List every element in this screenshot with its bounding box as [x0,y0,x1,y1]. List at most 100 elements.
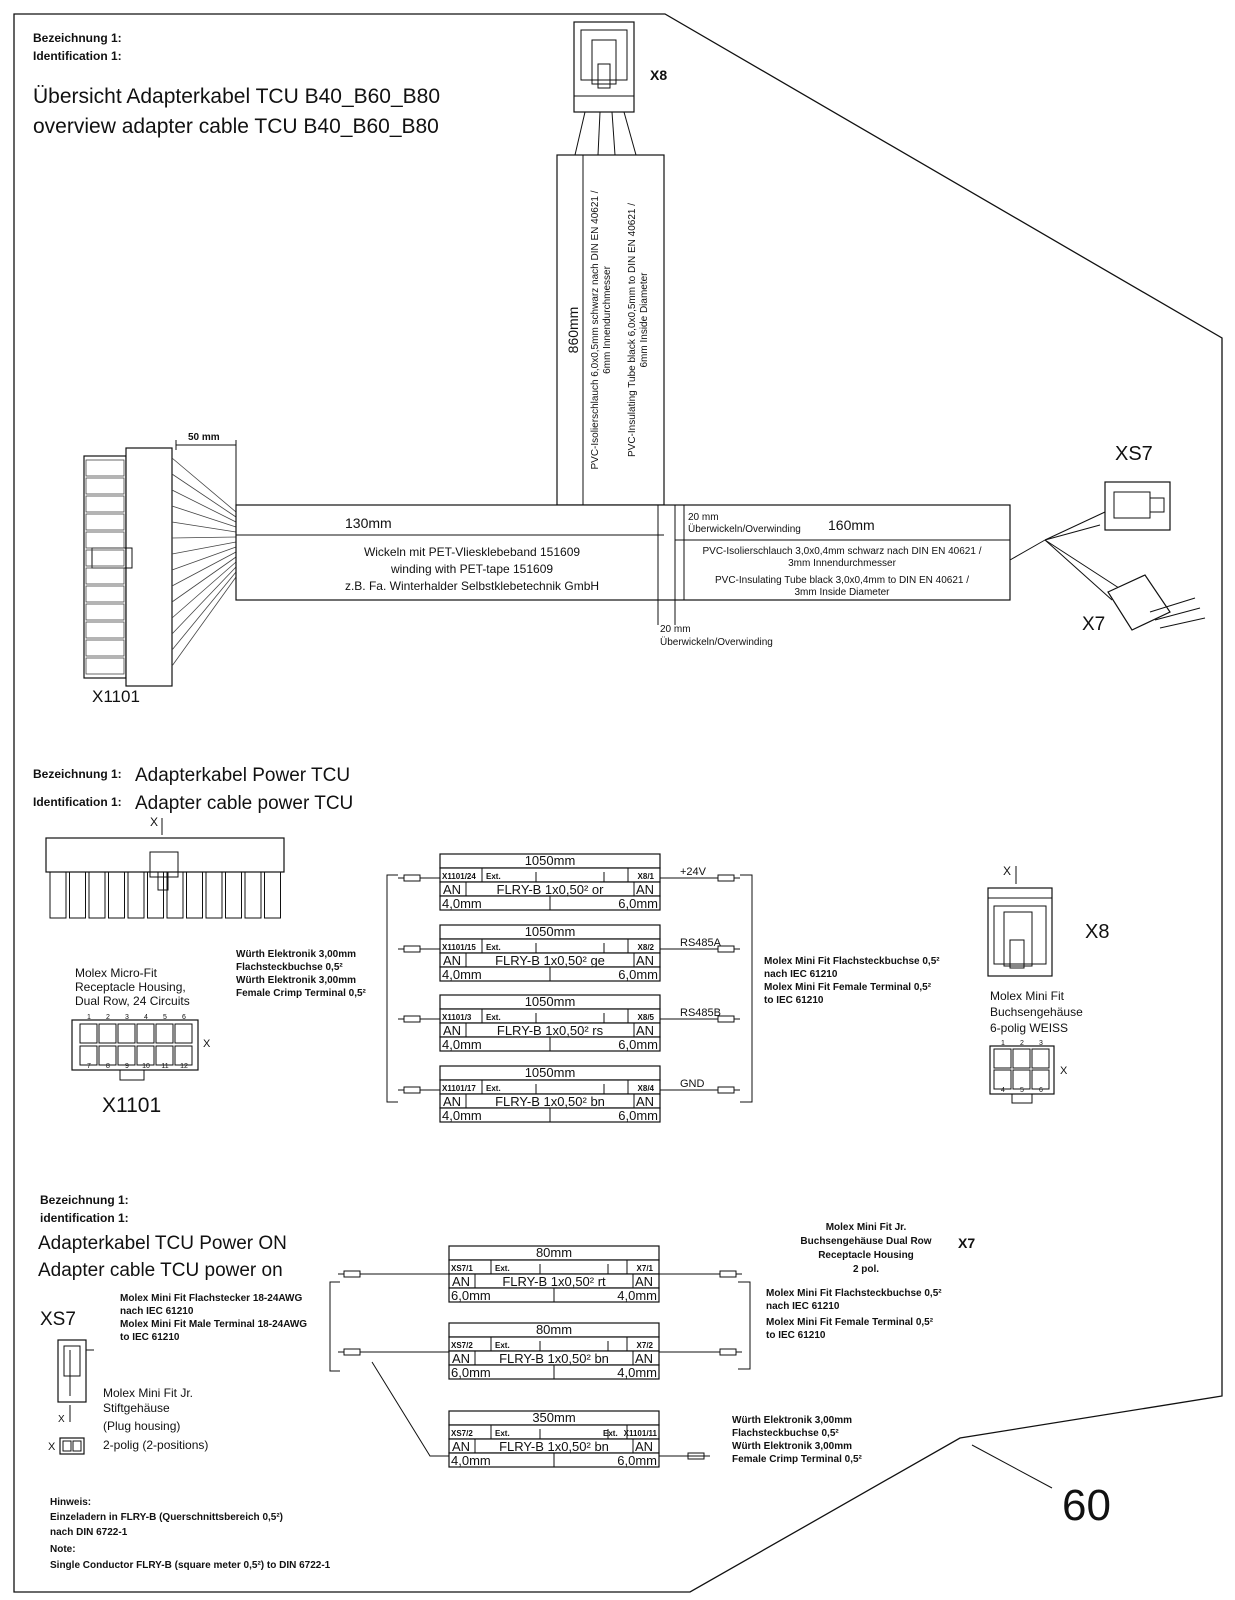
poweron-xs7-front [59,1437,85,1455]
winding-line-1: Wickeln mit PET-Vliesklebeband 151609 [364,545,580,559]
power-label-de: Bezeichnung 1: [33,767,122,781]
wire-an-right: AN [636,882,654,897]
wire-length: 1050mm [525,1065,576,1080]
wire-ext: Ext. [486,1084,501,1093]
fan-wire [171,505,237,528]
fan-wire [171,556,237,603]
fan-wire [171,561,237,619]
wire-an-right: AN [636,1023,654,1038]
wire-strip-right: 4,0mm [617,1365,657,1380]
poweron-x7-housing-2: Buchsengehäuse Dual Row [800,1236,931,1247]
wire-to: X8/5 [638,1013,655,1022]
connector-rib [108,871,125,919]
poweron-wurth-terminal-3: Würth Elektronik 3,00mm [732,1441,852,1452]
power-right-housing-2: Buchsengehäuse [990,1005,1083,1019]
winding-line-3: z.B. Fa. Winterhalder Selbstklebetechnik… [345,579,599,593]
connector-rib [186,871,203,919]
wire-strip-right: 6,0mm [618,967,658,982]
pin-number: 3 [125,1014,129,1021]
pin-number: 2 [1020,1040,1024,1047]
poweron-x7-name: X7 [958,1235,975,1251]
wire-an-left: AN [443,882,461,897]
power-left-housing-2: Receptacle Housing, [75,980,186,994]
wire-to: X8/4 [638,1084,655,1093]
connector-rib [166,871,184,919]
pin-cell [1031,1069,1050,1090]
pin-cell [85,621,125,639]
pin-cell [136,1045,155,1066]
crimp-terminal [719,1348,742,1356]
poweron-right-terminal-1: Molex Mini Fit Flachsteckbuchse 0,5² [766,1288,942,1299]
poweron-label-en: identification 1: [40,1211,129,1225]
poweron-x-marker-2: X [48,1441,56,1453]
wire-signal: +24V [680,866,707,878]
pin-cell [174,1045,193,1066]
crimp-terminal [719,1270,742,1278]
wire-strip-right: 6,0mm [618,1108,658,1123]
wire-spec: FLRY-B 1x0,50² bn [495,1094,605,1109]
connector-rib [127,871,145,919]
poweron-left-terminal-2: nach IEC 61210 [120,1306,194,1317]
poweron-title-de: Adapterkabel TCU Power ON [38,1233,287,1254]
pin-cell [85,513,125,531]
pin-cell [85,585,125,603]
overview-xs7-label: XS7 [1115,443,1153,465]
pin-number: 2 [106,1014,110,1021]
wire-an-right: AN [635,1274,653,1289]
poweron-x7-housing-1: Molex Mini Fit Jr. [826,1222,907,1233]
dim-160mm: 160mm [828,517,875,533]
poweron-x7-housing-3: Receptacle Housing [818,1250,914,1261]
power-title-de: Adapterkabel Power TCU [135,765,350,786]
overview-x1101-pin-grid [85,459,125,675]
fan-wire [171,546,237,571]
pin-cell [98,1045,117,1066]
power-right-terminal-4: to IEC 61210 [764,995,824,1006]
pin-number: 4 [1001,1087,1005,1094]
pin-cell [85,603,125,621]
pin-cell [993,1069,1012,1090]
pin-number: 5 [1020,1087,1024,1094]
sheet-number-leader [971,1444,1053,1489]
wire-signal: RS485B [680,1007,721,1019]
overwinding-top-dim: 20 mm [688,512,719,523]
poweron-plug-housing-1: Molex Mini Fit Jr. [103,1386,193,1400]
poweron-right-terminal-2: nach IEC 61210 [766,1301,840,1312]
wire-strip-left: 4,0mm [451,1453,491,1468]
pin-cell [117,1045,136,1066]
power-right-conn-name: X8 [1085,921,1109,943]
power-x1101-side-view [45,837,285,919]
poweron-right-terminal-3: Molex Mini Fit Female Terminal 0,5² [766,1317,934,1328]
wire-signal: GND [680,1078,705,1090]
note-en-title: Note: [50,1544,76,1555]
power-right-housing-1: Molex Mini Fit [990,989,1065,1003]
pin-number: 4 [144,1014,148,1021]
fan-wire [171,541,237,555]
wire-spec: FLRY-B 1x0,50² bn [499,1439,609,1454]
fan-wire [171,473,237,518]
pin-number: 1 [1001,1040,1005,1047]
sheet-number: 60 [1062,1481,1111,1530]
pin-number: 11 [161,1063,168,1070]
power-x8-pin-cells [993,1048,1050,1090]
pin-cell [117,1023,136,1044]
pin-cell [85,495,125,513]
connector-rib [205,871,223,919]
connector-rib [49,871,67,919]
power-x8-x-marker: X [1003,864,1011,878]
wire-strip-left: 6,0mm [451,1365,491,1380]
wire-ext: Ext. [495,1341,510,1350]
wire-strip-left: 4,0mm [442,896,482,911]
pin-cell [85,567,125,585]
pin-cell [85,531,125,549]
fan-wire [171,521,237,533]
power-x8-side-view [987,887,1053,977]
note-en-line-1: Single Conductor FLRY-B (square meter 0,… [50,1560,331,1571]
wire-ext: Ext. [495,1264,510,1273]
wire-an-left: AN [443,953,461,968]
pin-cell [993,1048,1012,1069]
fan-wire [171,571,237,651]
horizontal-bundle [235,504,1011,601]
sheet-border [13,13,1223,1593]
